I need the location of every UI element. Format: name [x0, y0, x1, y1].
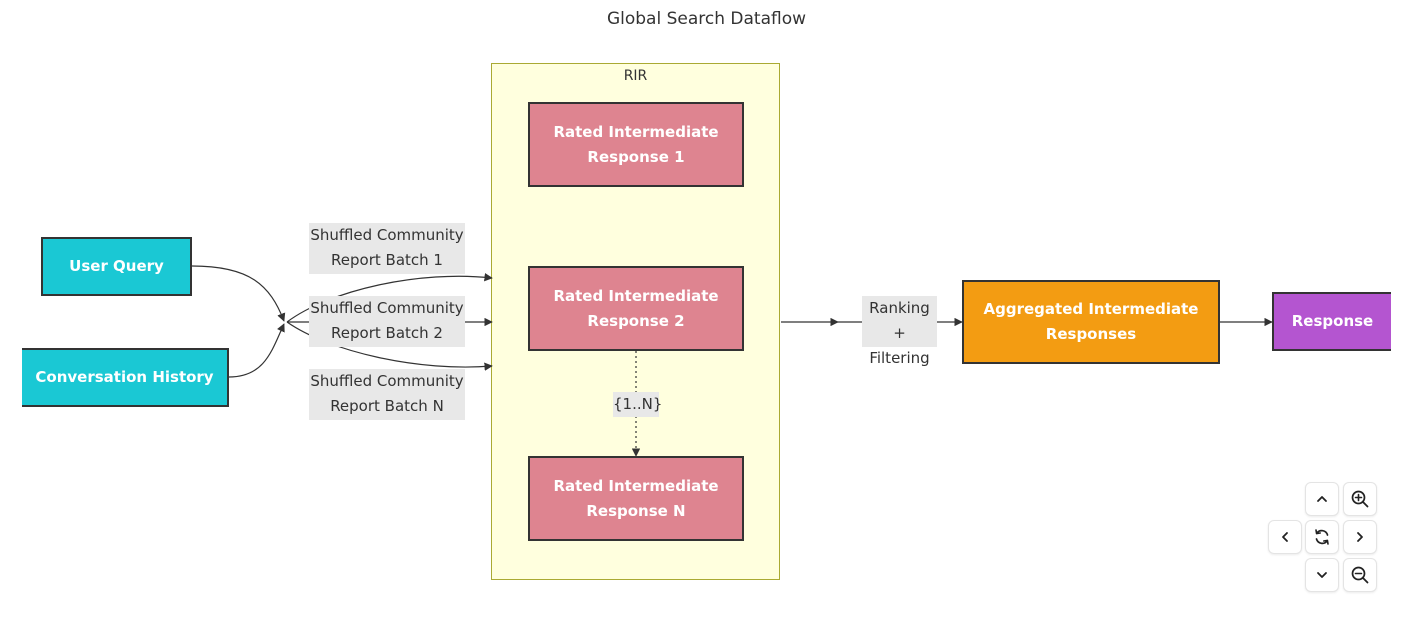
edge-label-ranking-filtering: Ranking + Filtering: [862, 296, 937, 367]
edge-hub-to-batchn: [286, 321, 493, 371]
reset-view-button[interactable]: [1305, 520, 1339, 554]
zoom-in-icon: [1351, 490, 1369, 508]
pan-down-button[interactable]: [1305, 558, 1339, 592]
user-query-node[interactable]: User Query: [41, 237, 192, 296]
edge-label-batch-2: Shuffled Community Report Batch 2: [309, 296, 465, 347]
pan-up-button[interactable]: [1305, 482, 1339, 516]
edge-history-to-hub: [228, 323, 285, 378]
conversation-history-label: Conversation History: [35, 368, 214, 386]
edge-label-loop: {1..N}: [613, 392, 662, 417]
edge-label-batch-n: Shuffled Community Report Batch N: [309, 369, 465, 420]
zoom-out-button[interactable]: [1343, 558, 1377, 592]
rirn-label: Rated Intermediate Response N: [553, 476, 719, 520]
user-query-label: User Query: [69, 257, 164, 275]
zoom-in-button[interactable]: [1343, 482, 1377, 516]
rir2-label: Rated Intermediate Response 2: [553, 286, 719, 330]
response-node[interactable]: Response: [1272, 292, 1391, 351]
pan-right-button[interactable]: [1343, 520, 1377, 554]
rated-intermediate-response-n-node[interactable]: Rated Intermediate Response N: [528, 456, 744, 541]
cluster-label: RIR: [623, 68, 648, 84]
zoom-out-icon: [1351, 566, 1369, 584]
response-label: Response: [1291, 312, 1374, 330]
edge-user-query-to-hub: [191, 265, 286, 322]
conversation-history-node[interactable]: Conversation History: [22, 348, 229, 407]
edge-hub-to-batch1: [286, 272, 493, 323]
aggregated-label: Aggregated Intermediate Responses: [983, 300, 1199, 343]
rated-intermediate-response-1-node[interactable]: Rated Intermediate Response 1: [528, 102, 744, 187]
chevron-down-icon: [1317, 572, 1327, 578]
pan-left-button[interactable]: [1268, 520, 1302, 554]
aggregated-intermediate-responses-node[interactable]: Aggregated Intermediate Responses: [962, 280, 1220, 364]
rir1-label: Rated Intermediate Response 1: [553, 122, 719, 166]
edge-label-batch-1: Shuffled Community Report Batch 1: [309, 223, 465, 274]
rated-intermediate-response-2-node[interactable]: Rated Intermediate Response 2: [528, 266, 744, 351]
chevron-left-icon: [1282, 532, 1288, 542]
chevron-up-icon: [1317, 496, 1327, 502]
reset-icon: [1315, 529, 1329, 545]
chevron-right-icon: [1357, 532, 1363, 542]
diagram-title: Global Search Dataflow: [606, 9, 807, 29]
